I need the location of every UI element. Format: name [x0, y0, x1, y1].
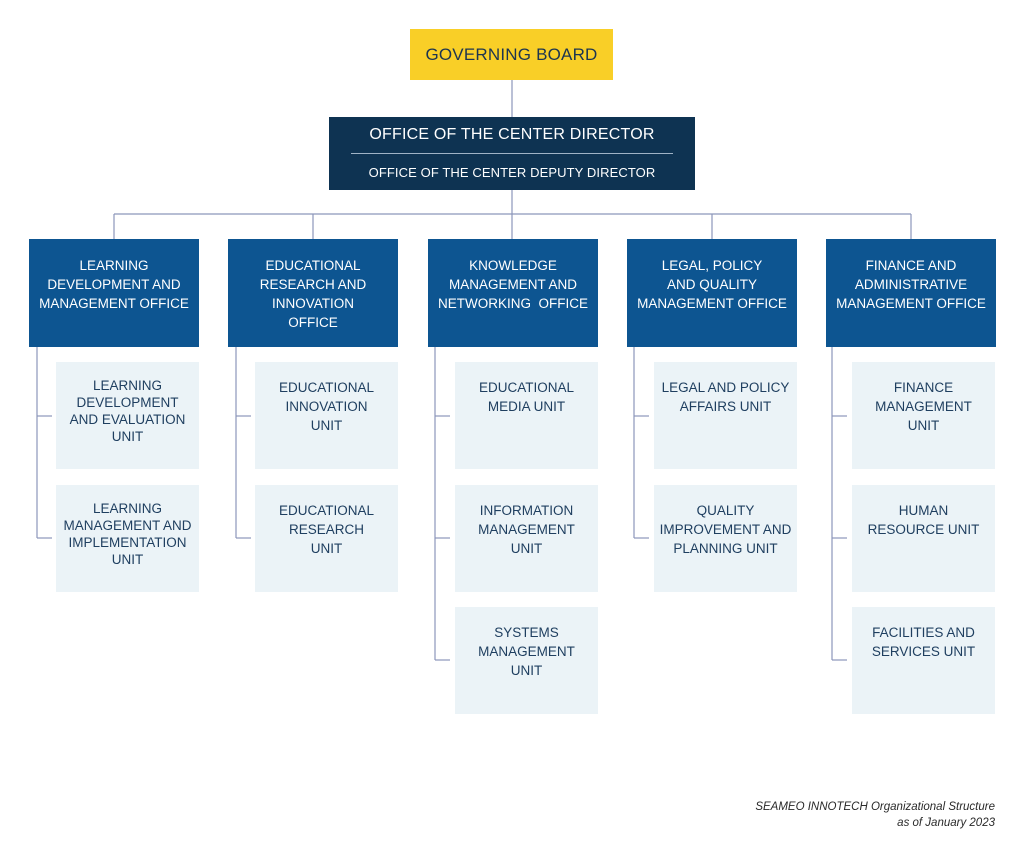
- credit-line-1: SEAMEO INNOTECH Organizational Structure: [755, 801, 995, 813]
- unit-educational-media: EDUCATIONAL MEDIA UNIT: [455, 362, 598, 469]
- unit-label: FACILITIES AND SERVICES UNIT: [871, 625, 976, 659]
- center-director-label: OFFICE OF THE CENTER DIRECTOR: [369, 126, 655, 143]
- unit-quality-improvement-planning: QUALITY IMPROVEMENT AND PLANNING UNIT: [654, 485, 797, 592]
- office-learning-development: LEARNING DEVELOPMENT AND MANAGEMENT OFFI…: [29, 239, 199, 347]
- chart-credit: SEAMEO INNOTECH Organizational Structure…: [755, 799, 995, 831]
- office-legal-policy-quality: LEGAL, POLICY AND QUALITY MANAGEMENT OFF…: [627, 239, 797, 347]
- unit-educational-innovation: EDUCATIONAL INNOVATION UNIT: [255, 362, 398, 469]
- office-label: FINANCE AND ADMINISTRATIVE MANAGEMENT OF…: [836, 258, 986, 311]
- unit-learning-management-implementation: LEARNING MANAGEMENT AND IMPLEMENTATION U…: [56, 485, 199, 592]
- office-finance-administrative: FINANCE AND ADMINISTRATIVE MANAGEMENT OF…: [826, 239, 996, 347]
- office-label: LEARNING DEVELOPMENT AND MANAGEMENT OFFI…: [39, 258, 189, 311]
- unit-label: LEGAL AND POLICY AFFAIRS UNIT: [661, 380, 790, 414]
- unit-label: QUALITY IMPROVEMENT AND PLANNING UNIT: [659, 503, 792, 556]
- unit-label: INFORMATION MANAGEMENT UNIT: [478, 503, 575, 556]
- unit-label: LEARNING MANAGEMENT AND IMPLEMENTATION U…: [63, 501, 192, 567]
- unit-learning-development-evaluation: LEARNING DEVELOPMENT AND EVALUATION UNIT: [56, 362, 199, 469]
- unit-educational-research: EDUCATIONAL RESEARCH UNIT: [255, 485, 398, 592]
- credit-line-2: as of January 2023: [897, 817, 995, 829]
- office-label: KNOWLEDGE MANAGEMENT AND NETWORKING OFFI…: [438, 258, 588, 311]
- director-divider: [351, 153, 673, 154]
- unit-legal-policy-affairs: LEGAL AND POLICY AFFAIRS UNIT: [654, 362, 797, 469]
- unit-human-resource: HUMAN RESOURCE UNIT: [852, 485, 995, 592]
- office-educational-research: EDUCATIONAL RESEARCH AND INNOVATION OFFI…: [228, 239, 398, 347]
- governing-board-label: GOVERNING BOARD: [425, 44, 598, 64]
- unit-facilities-services: FACILITIES AND SERVICES UNIT: [852, 607, 995, 714]
- unit-label: SYSTEMS MANAGEMENT UNIT: [478, 625, 575, 678]
- unit-label: EDUCATIONAL RESEARCH UNIT: [278, 503, 374, 556]
- office-knowledge-management: KNOWLEDGE MANAGEMENT AND NETWORKING OFFI…: [428, 239, 598, 347]
- unit-systems-management: SYSTEMS MANAGEMENT UNIT: [455, 607, 598, 714]
- deputy-director-label: OFFICE OF THE CENTER DEPUTY DIRECTOR: [368, 165, 656, 180]
- office-label: LEGAL, POLICY AND QUALITY MANAGEMENT OFF…: [637, 258, 787, 311]
- unit-label: FINANCE MANAGEMENT UNIT: [875, 380, 972, 433]
- center-director-box: OFFICE OF THE CENTER DIRECTOR OFFICE OF …: [329, 117, 695, 190]
- unit-finance-management: FINANCE MANAGEMENT UNIT: [852, 362, 995, 469]
- governing-board-box: GOVERNING BOARD: [410, 29, 613, 80]
- unit-label: HUMAN RESOURCE UNIT: [867, 503, 980, 537]
- unit-label: LEARNING DEVELOPMENT AND EVALUATION UNIT: [69, 378, 186, 444]
- unit-label: EDUCATIONAL MEDIA UNIT: [478, 380, 574, 414]
- unit-information-management: INFORMATION MANAGEMENT UNIT: [455, 485, 598, 592]
- office-label: EDUCATIONAL RESEARCH AND INNOVATION OFFI…: [259, 258, 367, 330]
- unit-label: EDUCATIONAL INNOVATION UNIT: [278, 380, 374, 433]
